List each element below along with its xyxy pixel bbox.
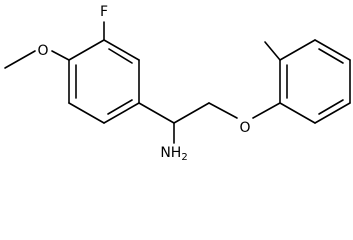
bond-ch2-o bbox=[208, 102, 238, 119]
bond-ring1-4 bbox=[68, 102, 105, 124]
fluorine-label: F bbox=[100, 4, 108, 20]
bond-ring2-6 bbox=[279, 102, 316, 124]
bond-ring2-3 bbox=[314, 39, 351, 61]
bond-o-ch3-methoxy bbox=[4, 50, 36, 69]
bond-c-o-methoxy bbox=[51, 50, 70, 61]
molecule-structure: F O O NH2 bbox=[4, 4, 351, 163]
left-benzene-ring bbox=[68, 39, 140, 124]
amine-label: NH2 bbox=[160, 145, 187, 163]
bond-ring1-3 bbox=[103, 102, 140, 124]
bond-ring1-6 bbox=[68, 39, 105, 61]
methoxy-oxygen-label: O bbox=[37, 43, 48, 59]
bond-ch-ch2 bbox=[173, 102, 210, 124]
double-bond-ring2-c bbox=[318, 99, 344, 115]
double-bond-ring2-b bbox=[318, 48, 344, 64]
ether-oxygen-label: O bbox=[239, 120, 250, 136]
bond-ring-ch bbox=[138, 102, 175, 124]
bond-o-ring2 bbox=[252, 102, 281, 119]
double-bond-ring1-a bbox=[108, 48, 133, 64]
bond-ring2-2 bbox=[279, 39, 316, 61]
bond-ring1-1 bbox=[103, 39, 140, 61]
double-bond-ring1-b bbox=[107, 99, 133, 115]
bond-ring2-5 bbox=[314, 102, 351, 124]
right-benzene-ring bbox=[279, 39, 351, 124]
bond-ring2-ch3 bbox=[264, 41, 281, 61]
